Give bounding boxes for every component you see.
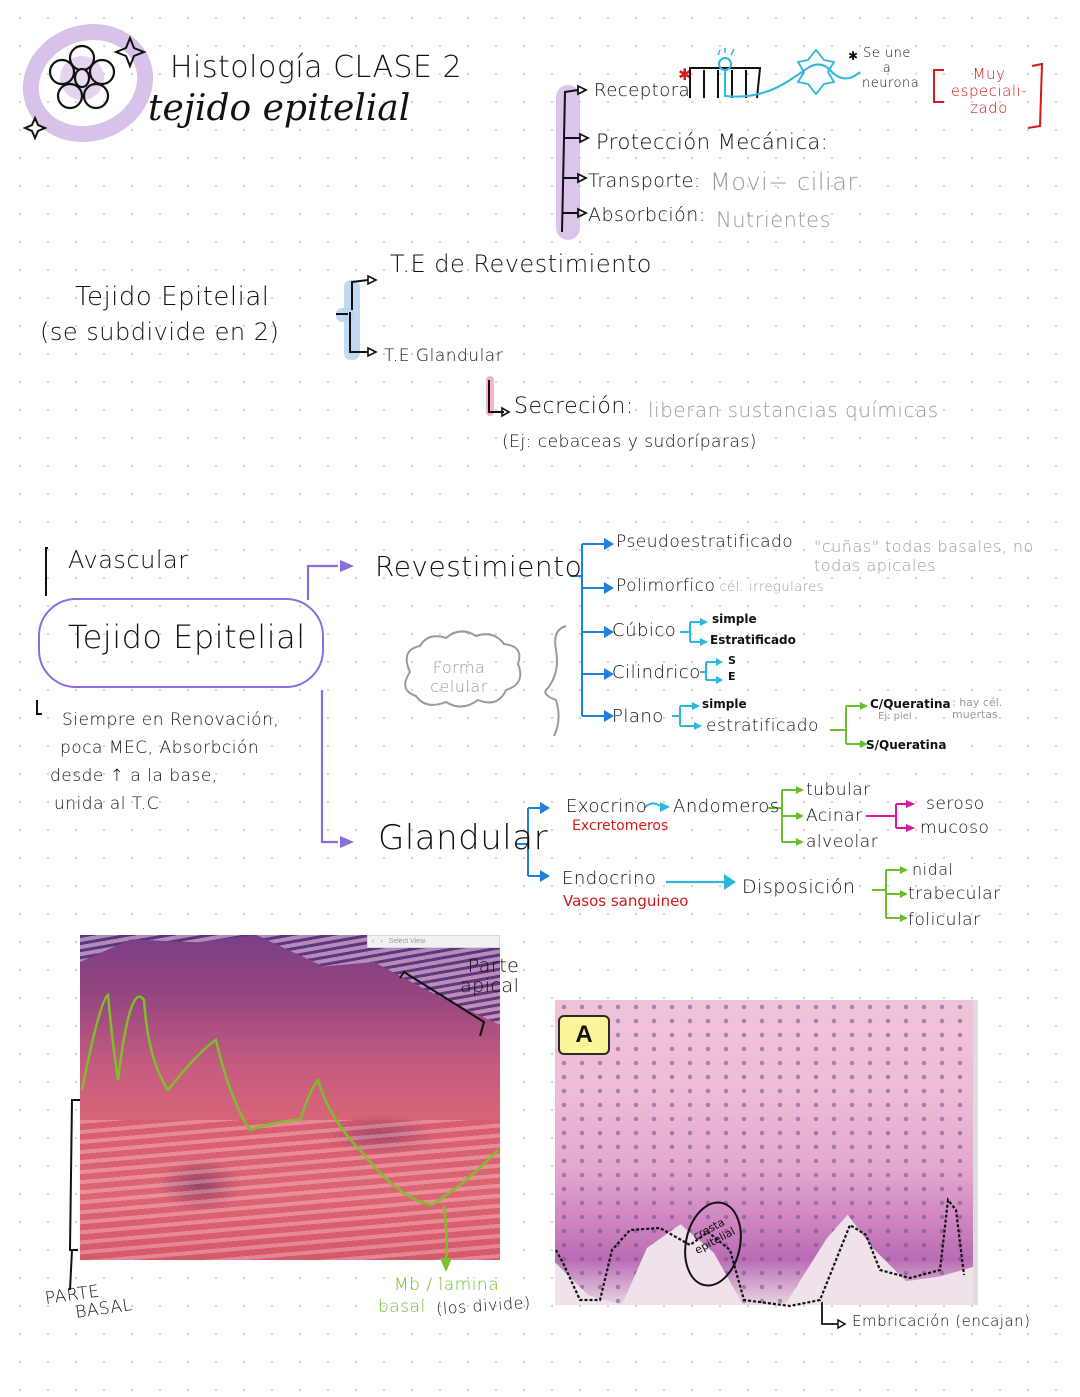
function-proteccion: Protección Mecánica: [596,130,829,154]
cubico-estratificado: Estratificado [710,633,796,647]
endocrino: Endocrino [562,868,657,889]
acinar: Acinar [806,806,863,826]
receptor-note: Se une a neurona [862,46,920,91]
cilindrico-e: E [728,670,736,683]
prev-view-button[interactable]: ‹ [372,938,375,945]
exocrino-note: Excretomeros [572,818,669,834]
center-node: Tejido Epitelial [68,618,306,656]
plano: Plano [612,706,664,727]
image-viewer-bar[interactable]: ‹ › Select View [367,935,500,948]
function-transporte-note: Movi÷ ciliar [710,168,858,196]
c-queratina-example: Ej: piel [878,711,912,722]
label-parte-apical: Parte apical [460,955,520,997]
alveolar: alveolar [806,832,879,852]
svg-text:✱: ✱ [678,65,691,84]
select-view-label[interactable]: Select View [388,938,426,945]
avascular-note: Avascular [68,546,189,574]
c-queratina-note: : hay cél. muertas [952,696,1003,721]
pseudoestratificado-note: "cuñas" todas basales, no todas apicales [814,537,1034,575]
folicular: folicular [908,910,981,930]
svg-text:✱: ✱ [848,49,858,63]
pseudoestratificado: Pseudoestratificado [616,532,794,552]
disposicion: Disposición [742,876,856,898]
center-node-border [38,598,324,688]
function-transporte: Transporte: [588,170,701,192]
polimorfico-note: : cél. irregulares [710,580,824,595]
subdivision-main: Tejido Epitelial [75,282,270,312]
histology-image-stratified [555,1000,973,1305]
page-title: Histología CLASE 2 [170,50,463,85]
subdivision-sub: (se subdivide en 2) [40,318,280,346]
cilindrico-s: S [728,654,736,667]
polimorfico: Polimorfico [616,576,716,596]
forma-celular-label: Forma celular [430,658,488,696]
c-queratina: C/Queratina [870,697,951,711]
endocrino-note: Vasos sanguineo [563,892,689,910]
tubular: tubular [806,780,871,800]
plano-simple: simple [702,697,747,711]
function-receptora: Receptora [594,80,691,101]
secretion-label: Secreción: [514,394,634,419]
page-subtitle: tejido epitelial [148,88,411,129]
revestimiento-node: Revestimiento [375,550,583,583]
plano-estratificado: estratificado [706,716,819,736]
label-membrana-basal: Mb / lamina basal [378,1275,500,1317]
nidal: nidal [912,860,954,879]
branch-revestimiento: T.E de Revestimiento [390,250,652,278]
figure-badge: A [558,1015,610,1055]
function-absorcion-note: Nutrientes [716,208,832,232]
specialized-note: Muy especiali-zado [950,65,1028,117]
adenomeros: Andomeros [673,796,780,817]
trabecular: trabecular [908,884,1001,904]
secretion-note: liberan sustancias químicas [648,398,939,422]
mucoso: mucoso [920,818,990,838]
secretion-example: (Ej: cebaceas y sudoríparas) [502,432,757,452]
label-embricacion: Embricación (encajan) [852,1312,1031,1330]
function-absorcion: Absorbción: [588,204,706,226]
cilindrico: Cilindrico [612,662,701,683]
branch-glandular: T.E Glandular [384,346,504,366]
glandular-node: Glandular [378,818,549,858]
renovacion-note: Siempre en Renovación, poca MEC, Absorbc… [50,710,280,814]
next-view-button[interactable]: › [380,938,383,945]
cubico: Cúbico [612,620,677,641]
cubico-simple: simple [712,612,757,626]
s-queratina: S/Queratina [866,738,947,752]
exocrino: Exocrino [566,796,648,817]
seroso: seroso [926,794,985,814]
